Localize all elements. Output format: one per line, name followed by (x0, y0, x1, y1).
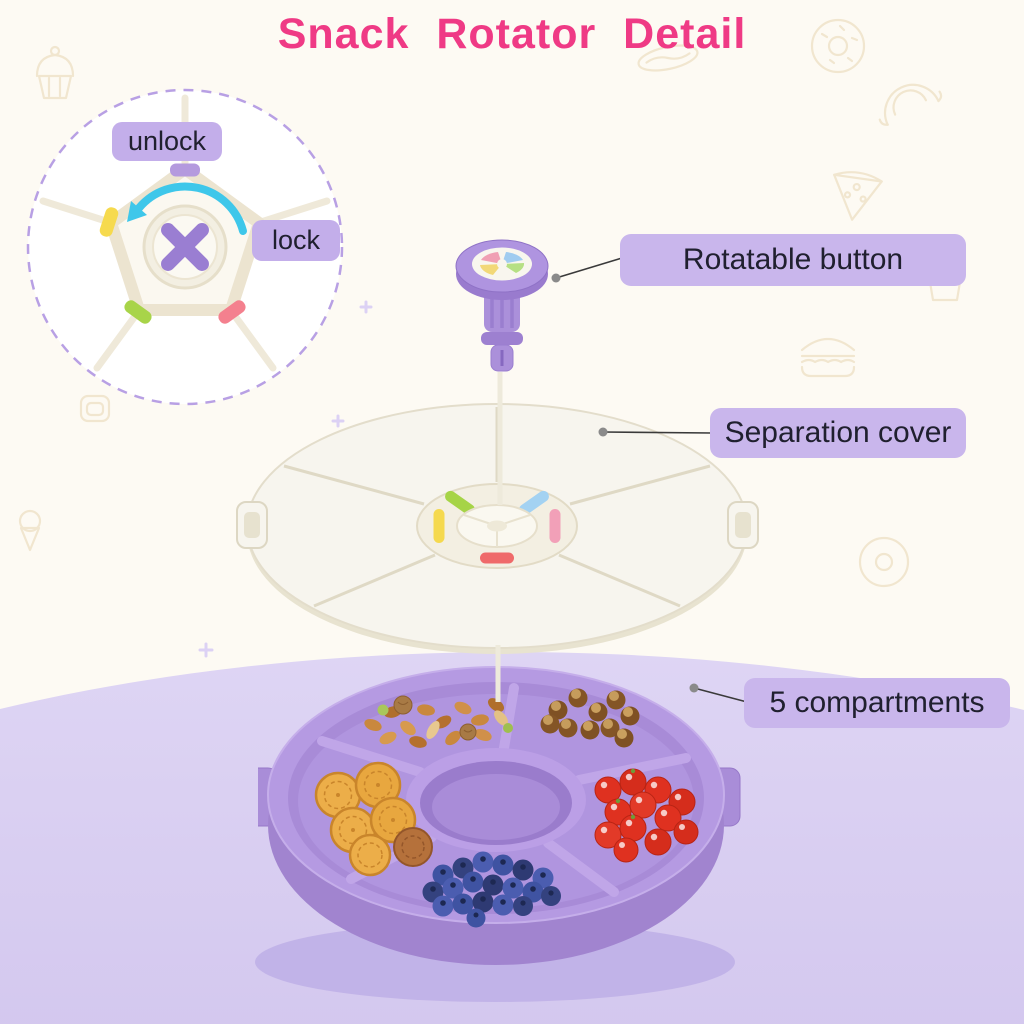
lock-label: lock (252, 220, 340, 261)
compartment-hazelnuts (540, 688, 640, 748)
knob-cap (455, 239, 549, 300)
page-title: Snack Rotator Detail (277, 10, 747, 58)
hotdog-doodle-icon (637, 44, 699, 72)
lock-mechanism-inset: unlock lock (24, 86, 346, 408)
callout-separation-cover: Separation cover (710, 408, 966, 458)
toast-doodle-icon (79, 394, 111, 423)
cupcake-doodle-icon (35, 45, 75, 100)
donut-doodle-icon-2 (858, 536, 910, 588)
knob-stem (481, 288, 523, 372)
rotatable-button-illustration (455, 239, 549, 372)
cover-handle-left (236, 501, 268, 549)
icecream-doodle-icon (18, 509, 42, 552)
cover-handle-right (727, 501, 759, 549)
dial-knob (142, 204, 228, 290)
center-well (406, 748, 586, 852)
snack-container-illustration (258, 666, 741, 965)
pizza-doodle-icon (833, 171, 883, 221)
rotate-arrow-icon (127, 182, 247, 235)
separation-cover-illustration (236, 403, 759, 654)
callout-rotatable-button: Rotatable button (620, 234, 966, 286)
compartment-blueberries (422, 851, 561, 928)
cover-color-ring (433, 490, 561, 564)
compartment-cookies (314, 761, 433, 877)
croissant-doodle-icon (878, 83, 943, 126)
compartment-nuts (364, 695, 513, 748)
unlock-label: unlock (112, 122, 222, 161)
lock-dial-illustration (26, 88, 344, 406)
dial-color-tabs (99, 163, 246, 324)
compartment-tomatoes (594, 768, 699, 863)
cover-inner-hub (456, 504, 538, 548)
burger-doodle-icon (800, 337, 856, 378)
cover-spokes (283, 407, 711, 608)
donut-doodle-icon (810, 18, 866, 74)
callout-compartments: 5 compartments (744, 678, 1010, 728)
